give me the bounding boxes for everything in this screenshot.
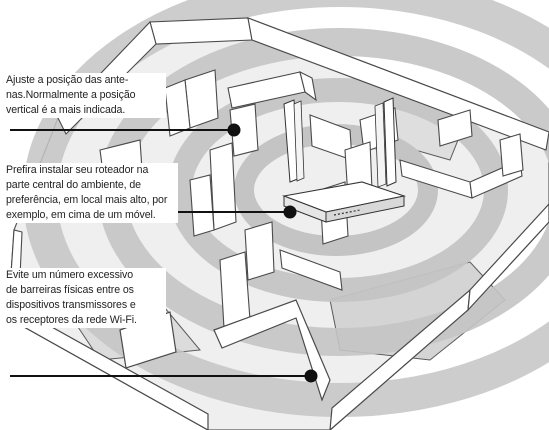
router-antenna-left-2 <box>293 100 305 182</box>
leader-dot-barriers <box>304 369 318 383</box>
tip-router-text: Prefira instalar seu roteador na parte c… <box>6 164 168 221</box>
wifi-ring-2 <box>168 78 508 302</box>
leader-dot-antennas <box>227 123 241 137</box>
router-antenna-right <box>383 97 397 187</box>
tip-router-placement: Prefira instalar seu roteador na parte c… <box>6 163 178 223</box>
tip-barriers-text: Evite um número excessivo de barreiras f… <box>6 269 137 326</box>
tip-antenna-text: Ajuste a posição das ante- nas.Normalmen… <box>6 74 136 116</box>
leader-dot-router <box>283 205 297 219</box>
router-icon <box>281 97 407 223</box>
router-antenna-right-2 <box>374 102 387 188</box>
tip-antenna-position: Ajuste a posição das ante- nas.Normalmen… <box>6 73 166 118</box>
tip-physical-barriers: Evite um número excessivo de barreiras f… <box>6 268 166 328</box>
